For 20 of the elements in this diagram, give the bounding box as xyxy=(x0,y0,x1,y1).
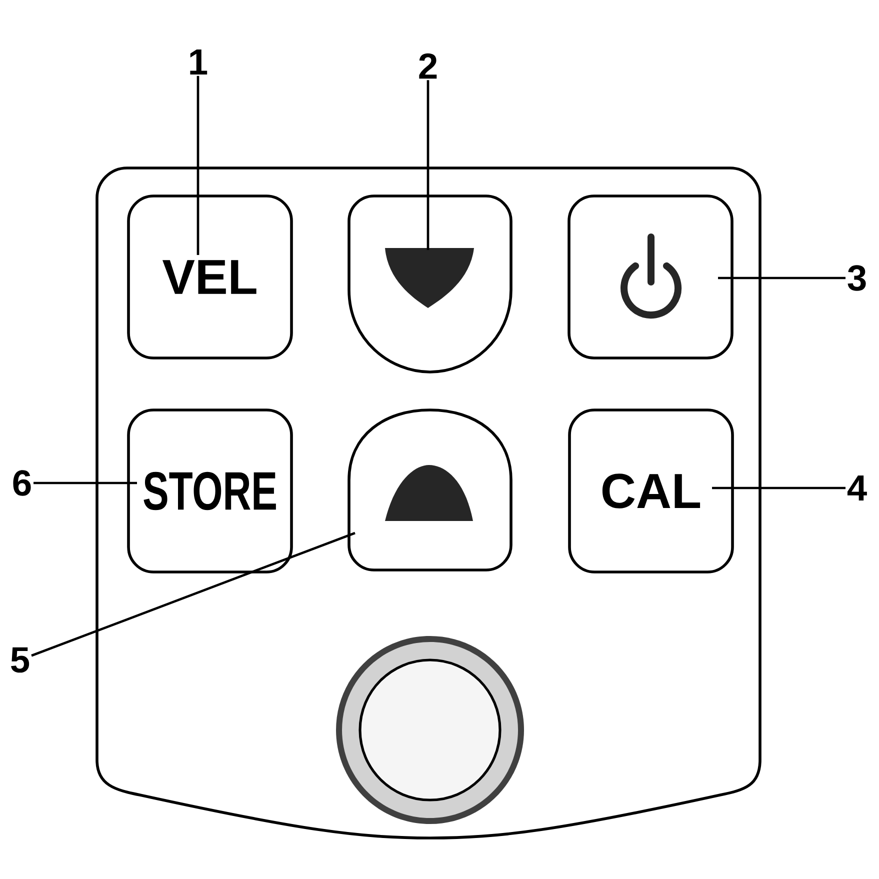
key-button xyxy=(348,194,512,374)
callout-number: 6 xyxy=(13,470,31,496)
callout-number: 1 xyxy=(190,50,208,74)
round-button xyxy=(336,636,524,824)
leader-line xyxy=(31,532,356,657)
leader-line xyxy=(196,76,200,255)
leader-line xyxy=(34,482,137,484)
callout-number: 4 xyxy=(847,476,867,500)
callout-number: 2 xyxy=(419,53,437,79)
key-button xyxy=(348,408,512,572)
leader-line xyxy=(712,486,846,490)
callout-number: 5 xyxy=(11,647,30,673)
leader-line xyxy=(426,80,430,250)
key-button: VEL xyxy=(127,194,293,360)
key-button xyxy=(568,194,734,360)
leader-line xyxy=(718,276,846,280)
callout-number: 3 xyxy=(848,265,866,291)
key-button: CAL xyxy=(568,408,734,574)
key-button: STORE xyxy=(127,408,293,574)
keypad-panel xyxy=(96,166,762,840)
